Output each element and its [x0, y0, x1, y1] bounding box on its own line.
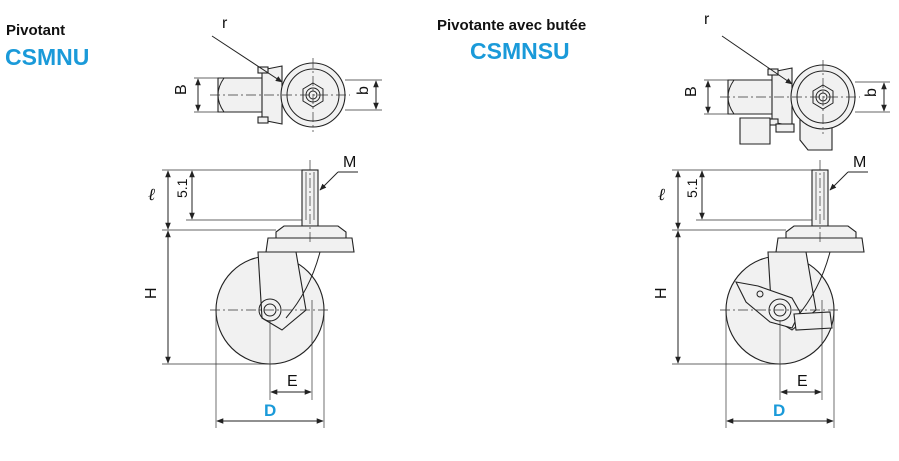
right-label-B: B [683, 86, 700, 97]
left-top-view: B b r [173, 15, 382, 132]
left-label-thread: 5.1 [174, 178, 190, 198]
left-label-b: b [355, 86, 372, 95]
left-label-M: M [343, 154, 356, 171]
left-subtitle: Pivotant [6, 22, 66, 39]
left-label-l: ℓ [148, 185, 155, 204]
right-label-D: D [773, 401, 785, 420]
left-label-B: B [173, 84, 190, 95]
left-label-E: E [287, 373, 298, 390]
right-label-r: r [704, 11, 710, 28]
right-label-H: H [653, 287, 670, 299]
right-label-l: ℓ [658, 185, 665, 204]
left-caster-drawing: B b r [143, 15, 382, 428]
left-label-H: H [143, 287, 160, 299]
right-label-E: E [797, 373, 808, 390]
right-model-code: CSMNSU [470, 38, 570, 64]
right-subtitle: Pivotante avec butée [437, 17, 587, 34]
right-top-view: B b r [683, 11, 890, 151]
left-side-view: M ℓ 5.1 H E D [143, 154, 358, 428]
right-side-view: M ℓ 5.1 H E D [653, 154, 868, 428]
right-caster-drawing: B b r [653, 11, 890, 428]
left-model-code: CSMNU [5, 44, 90, 70]
right-label-thread: 5.1 [684, 178, 700, 198]
left-label-D: D [264, 401, 276, 420]
right-label-M: M [853, 154, 866, 171]
left-label-r: r [222, 15, 228, 32]
right-label-b: b [863, 88, 880, 97]
